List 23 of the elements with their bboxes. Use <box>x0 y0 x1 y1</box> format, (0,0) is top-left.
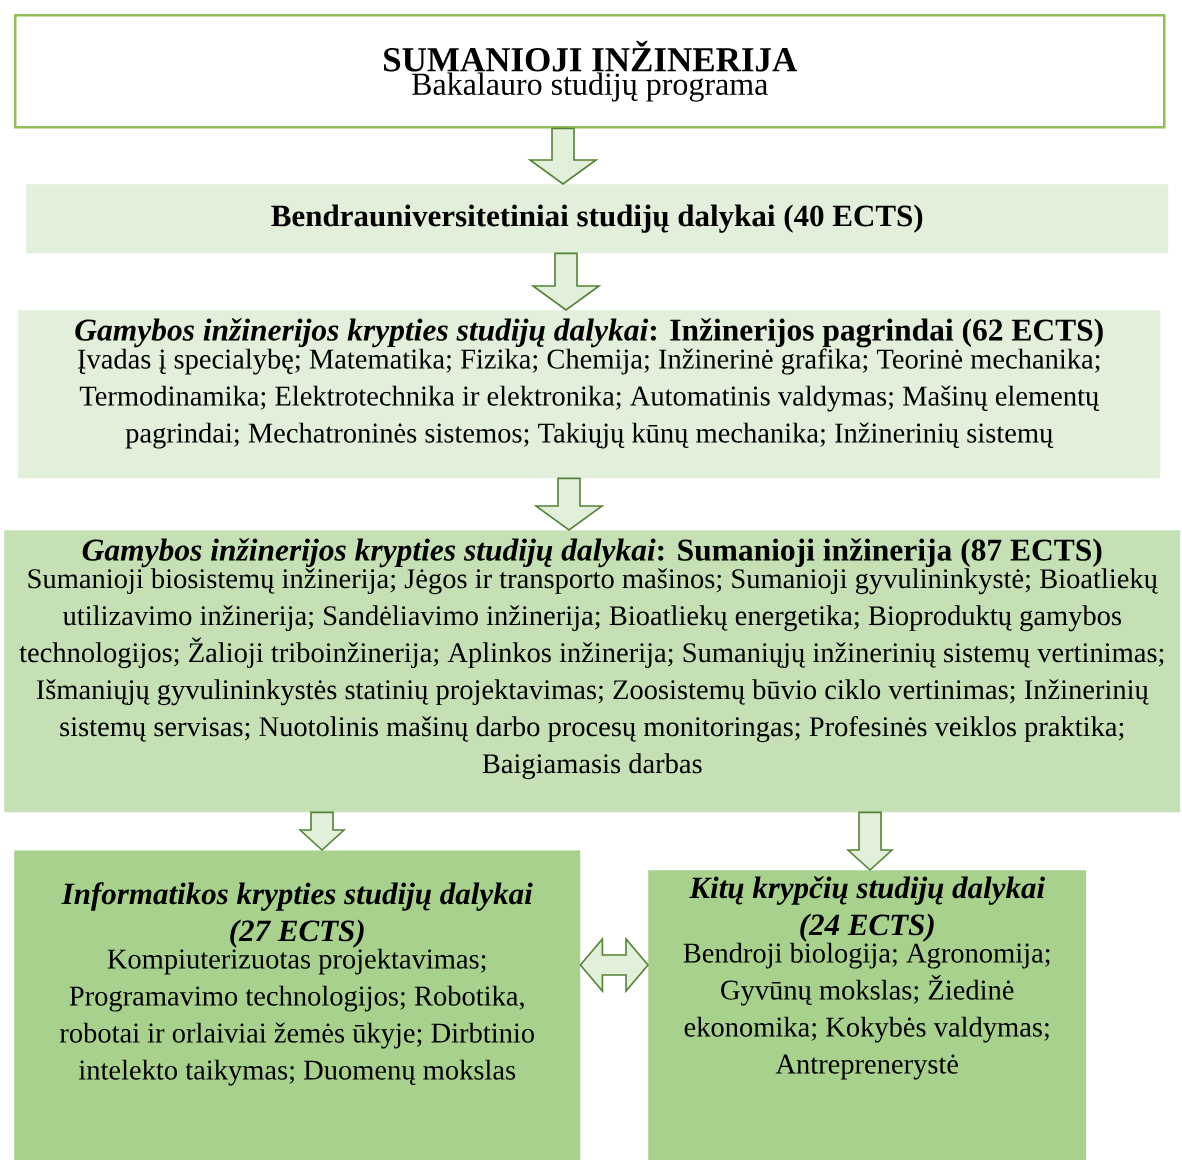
block-arrow <box>533 477 605 531</box>
box-heading: SUMANIOJI INŽINERIJA <box>384 40 798 72</box>
process-box <box>648 870 1087 1160</box>
process-box <box>14 850 581 1160</box>
block-arrow <box>297 811 347 852</box>
block-arrow <box>579 936 650 994</box>
box-text: Bendroji biologija; Agronomija; Gyvūnų mokslas; Žiedinė ekonomika; Kokybės valdymas; Antreprenerystė <box>683 942 1050 1080</box>
box-heading: Bendrauniversitetiniai studijų dalykai (40 ECTS) <box>271 204 923 233</box>
box-text: Sumanioji biosistemų inžinerija; Jėgos ir transporto mašinos; Sumanioji gyvulininkystė; Bioatliekų utilizavimo inžinerija; Sandėliavimo inžinerija; Bioatliekų energetika; Bioproduktų gamybos technologijos; Žalioji triboinžinerija; Aplinkos inžinerija; Sumaniųjų inžinerinių sistemų vertinimas; Išmaniųjų gyvulininkystės statinių projektavimas; Zoosistemų būvio ciklo vertinimas; Inžinerinių sistemų servisas; Nuotolinis mašinų darbo procesų monitoringas; Profesinės veiklos praktika; Baigiamasis darbas <box>19 568 1164 780</box>
process-box <box>18 310 1161 479</box>
process-box <box>4 530 1181 813</box>
title-box <box>14 14 1166 129</box>
box-text: Bakalauro studijų programa <box>412 72 768 102</box>
process-box <box>26 184 1169 254</box>
box-heading: Gamybos inžinerijos krypties studijų dalykai: Sumanioji inžinerija (87 ECTS) <box>82 538 1102 568</box>
block-arrow <box>530 252 602 311</box>
block-arrow <box>527 127 599 185</box>
block-arrow <box>845 811 895 872</box>
box-text: Kompiuterizuotas projektavimas; Programavimo technologijos; Robotika, robotai ir orlaiviai žemės ūkyje; Dirbtinio intelekto taikymas; Duomenų mokslas <box>59 948 534 1086</box>
box-heading: Gamybos inžinerijos krypties studijų dalykai: Inžinerijos pagrindai (62 ECTS) <box>75 318 1103 348</box>
box-text: Įvadas į specialybę; Matematika; Fizika; Chemija; Inžinerinė grafika; Teorinė mechanika; Termodinamika; Elektrotechnika ir elektronika; Automatinis valdymas; Mašinų elementų pagrindai; Mechatroninės sistemos; Takiųjų kūnų mechanika; Inžinerinių sistemų <box>78 348 1100 449</box>
box-heading: Kitų krypčių studijų dalykai (24 ECTS) <box>689 876 1045 942</box>
box-heading: Informatikos krypties studijų dalykai (27 ECTS) <box>61 882 533 948</box>
